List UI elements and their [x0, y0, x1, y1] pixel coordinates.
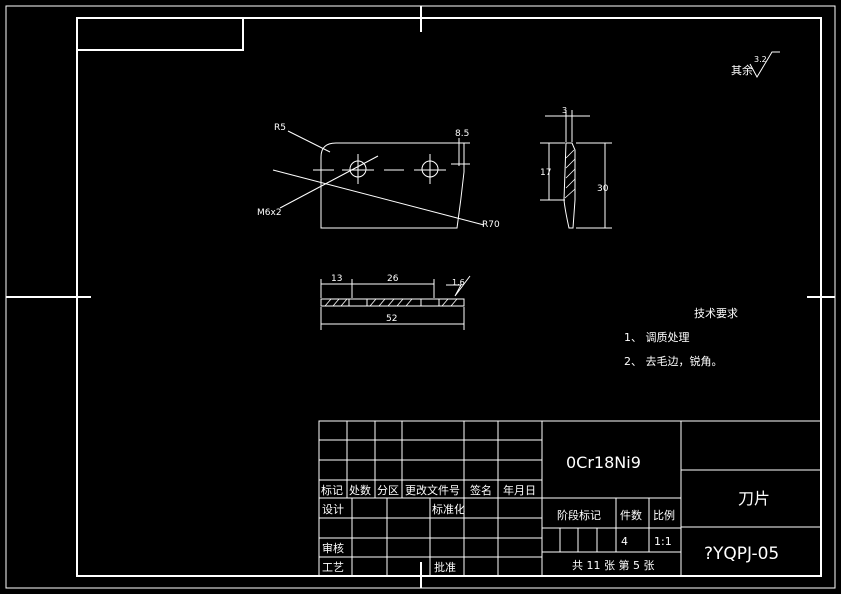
side-view: 3 17 30: [540, 106, 612, 229]
dim-3-label: 3: [562, 106, 567, 115]
side-profile: [563, 142, 576, 229]
bottom-profile: [320, 298, 465, 307]
outer-border: [5, 5, 836, 589]
tb-review: 审核: [322, 541, 344, 555]
m6-leader: [279, 155, 379, 209]
tb-count: 处数: [349, 484, 371, 497]
m6-label: M6x2: [257, 208, 282, 218]
bottom-view: 13 26 1.6 52: [320, 274, 471, 330]
tb-stage: 阶段标记: [557, 508, 601, 522]
tb-zone: 分区: [377, 484, 399, 497]
dim-13-label: 13: [331, 274, 342, 284]
tech-item-2: 2、 去毛边，锐角。: [624, 354, 723, 368]
tb-part-name: 刀片: [738, 489, 770, 508]
tb-docno: 更改文件号: [405, 483, 460, 497]
tb-sheets: 共 11 张 第 5 张: [572, 558, 654, 572]
r5-leader: [287, 130, 331, 153]
dim-26-label: 26: [387, 274, 399, 284]
tb-weight: 件数: [620, 509, 642, 522]
roughness-label: 其余: [731, 63, 753, 77]
tb-mark: 标记: [321, 483, 343, 497]
tech-title: 技术要求: [694, 307, 738, 320]
dim-17-label: 17: [540, 168, 551, 178]
r5-label: R5: [274, 123, 286, 133]
tb-approve: 批准: [434, 560, 456, 574]
title-block: [318, 420, 822, 577]
tb-drawing-no: ?YQPJ-05: [704, 544, 779, 564]
top-left-block: [77, 18, 244, 51]
roughness-1-6-label: 1.6: [452, 278, 465, 287]
tb-sign: 签名: [470, 483, 492, 497]
tb-weight-val: 4: [621, 535, 628, 548]
tb-material: 0Cr18Ni9: [566, 453, 641, 472]
tech-item-1: 1、 调质处理: [624, 331, 690, 344]
tb-design: 设计: [322, 503, 344, 516]
roughness-symbol-icon: [749, 51, 780, 79]
roughness-value: 3.2: [754, 55, 767, 64]
r70-leader: [272, 169, 485, 226]
dim-30-label: 30: [597, 184, 609, 194]
r70-label: R70: [482, 220, 500, 230]
dim-8-5-label: 8.5: [455, 129, 469, 139]
roughness-1-6-icon: [446, 275, 471, 297]
tb-scale-val: 1:1: [654, 535, 672, 548]
tb-process: 工艺: [322, 561, 344, 574]
dim-52-label: 52: [386, 314, 397, 324]
tb-scale: 比例: [653, 508, 675, 522]
front-view: R5 M6x2 R70 8.5: [257, 123, 500, 230]
tb-date: 年月日: [503, 483, 536, 497]
blade-outline: [320, 142, 465, 229]
tb-standard: 标准化: [432, 502, 465, 516]
